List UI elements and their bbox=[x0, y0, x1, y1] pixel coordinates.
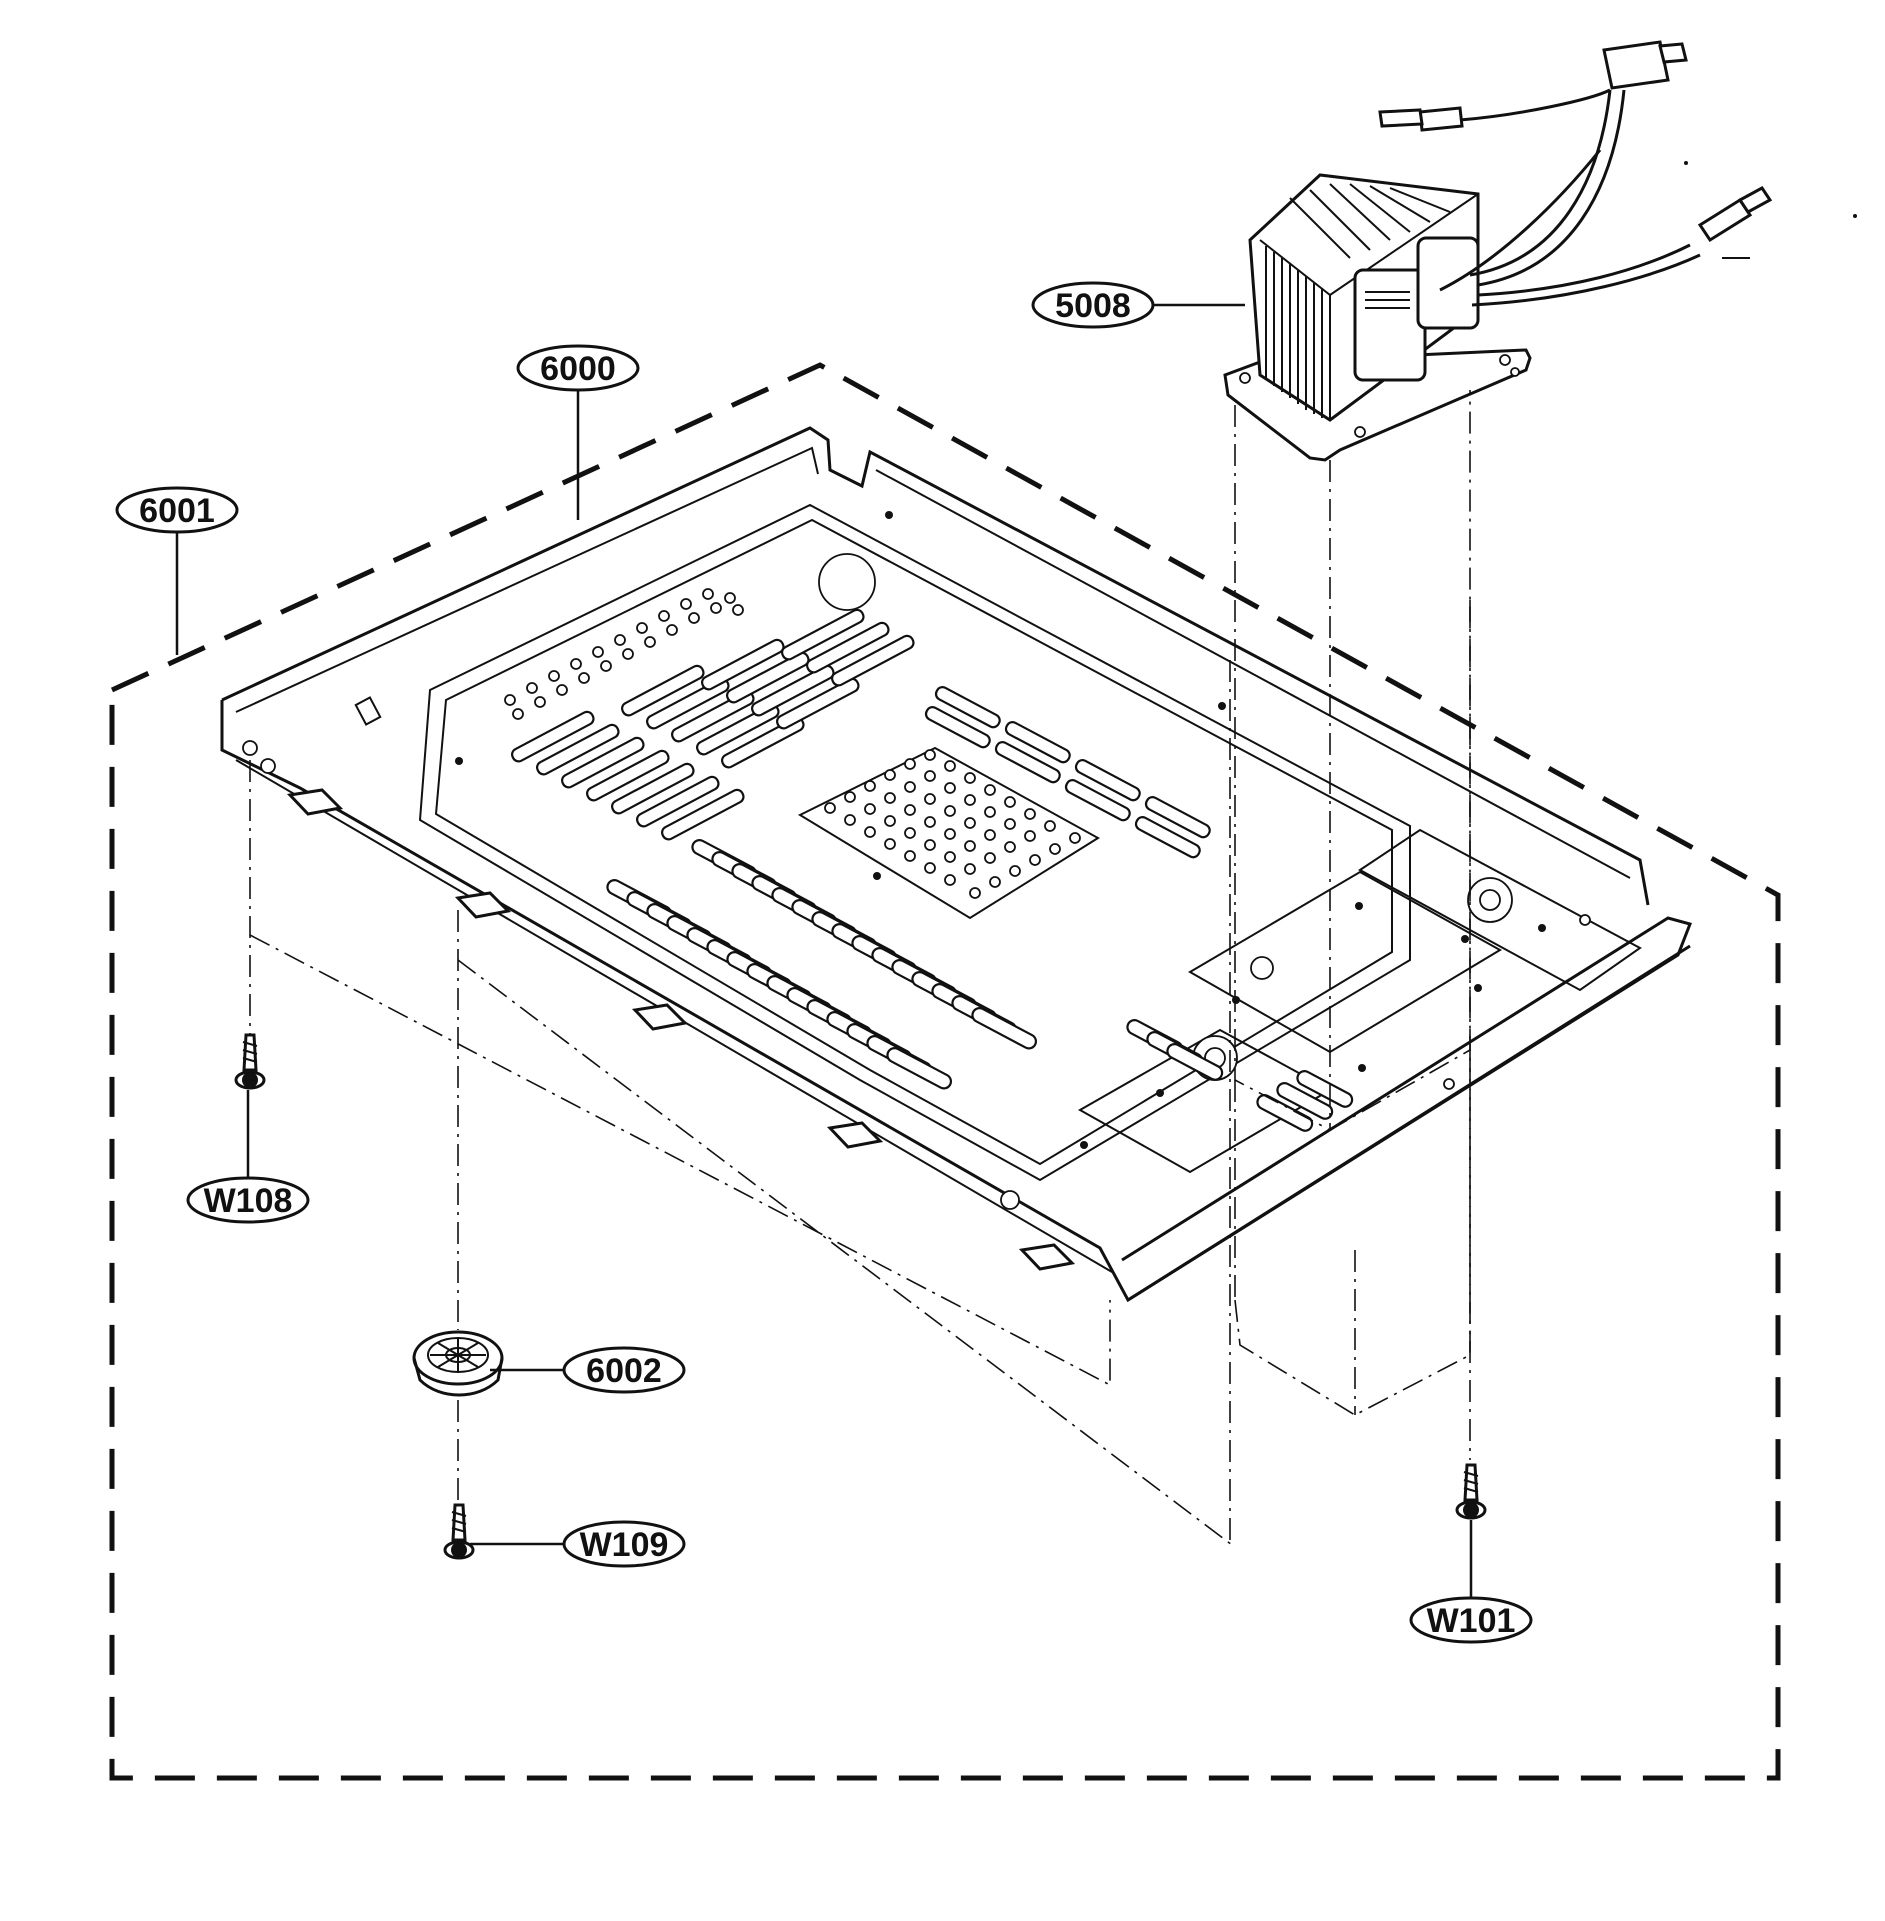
label-6000-text: 6000 bbox=[540, 350, 616, 388]
rubber-foot bbox=[412, 1330, 504, 1397]
label-w108-text: W108 bbox=[204, 1182, 293, 1220]
perforation-holes bbox=[504, 588, 1081, 899]
label-w109-text: W109 bbox=[580, 1526, 669, 1564]
label-w109: W109 bbox=[562, 1520, 686, 1568]
front-edge-tabs bbox=[286, 788, 1076, 1271]
vent-slots-upper bbox=[511, 608, 1211, 859]
leader-lines bbox=[175, 303, 1473, 1598]
label-5008: 5008 bbox=[1031, 281, 1155, 329]
label-6002-text: 6002 bbox=[586, 1352, 662, 1390]
label-w101-text: W101 bbox=[1427, 1602, 1516, 1640]
label-w101: W101 bbox=[1409, 1596, 1533, 1644]
transformer-laminations bbox=[1265, 183, 1451, 418]
plate-projection-lines bbox=[249, 760, 1233, 1546]
vent-slots-lower bbox=[606, 839, 1354, 1132]
label-6002: 6002 bbox=[562, 1346, 686, 1394]
transformer-projection bbox=[1229, 390, 1471, 1545]
label-w108: W108 bbox=[186, 1176, 310, 1224]
base-plate bbox=[220, 426, 1692, 1303]
screw-w108 bbox=[234, 1033, 266, 1090]
transformer bbox=[1223, 173, 1532, 462]
screw-w101 bbox=[1455, 1463, 1487, 1520]
assembly-boundary bbox=[109, 362, 1781, 1781]
transformer-wires bbox=[1378, 40, 1857, 307]
label-6001-text: 6001 bbox=[139, 492, 215, 530]
label-6000: 6000 bbox=[516, 344, 640, 392]
screw-w109 bbox=[443, 1503, 475, 1560]
label-5008-text: 5008 bbox=[1055, 287, 1131, 325]
label-6001: 6001 bbox=[115, 486, 239, 534]
